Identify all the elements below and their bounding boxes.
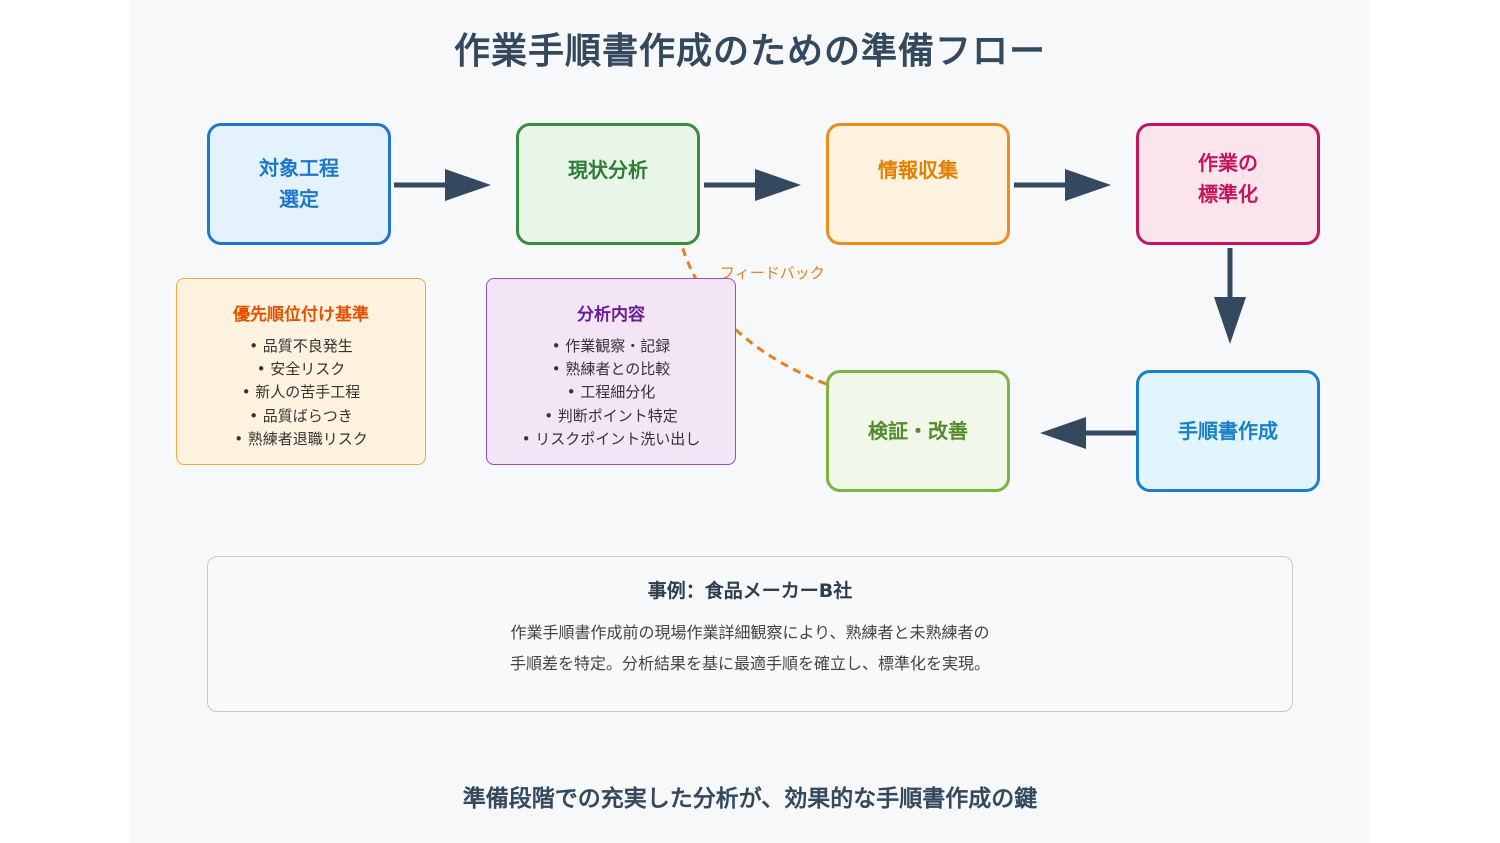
list-item: • 熟練者退職リスク (234, 429, 368, 448)
step-label: 情報収集 (878, 157, 958, 182)
arrowhead-step4-to-step5 (1214, 297, 1246, 344)
list-item: • 工程細分化 (566, 383, 656, 402)
arrowhead-step5-to-step6 (1040, 417, 1086, 449)
priority-criteria-title: 優先順位付け基準 (233, 305, 369, 325)
step-manual-creation: 手順書作成 (1136, 370, 1320, 492)
arrowhead-step1-to-step2 (445, 169, 491, 201)
analysis-content-box: 分析内容 • 作業観察・記録 • 熟練者との比較 • 工程細分化 • 判断ポイン… (486, 278, 736, 465)
feedback-label: フィードバック (720, 264, 825, 282)
list-item: • 作業観察・記録 (551, 337, 671, 355)
case-study-title: 事例：食品メーカーB社 (647, 580, 853, 602)
list-item: • 品質ばらつき (249, 406, 353, 425)
list-item: • リスクポイント洗い出し (521, 429, 701, 448)
priority-criteria-box: 優先順位付け基準 • 品質不良発生 • 安全リスク • 新人の苦手工程 • 品質… (176, 278, 426, 465)
list-item: • 判断ポイント特定 (544, 406, 678, 425)
footer-tagline: 準備段階での充実した分析が、効果的な手順書作成の鍵 (462, 786, 1038, 812)
case-study-line: 手順差を特定。分析結果を基に最適手順を確立し、標準化を実現。 (509, 654, 990, 673)
list-item: • 新人の苦手工程 (241, 383, 361, 402)
step-info-collection: 情報収集 (826, 123, 1010, 245)
step-standardization: 作業の 標準化 (1136, 123, 1320, 245)
step-label: 作業の 標準化 (1198, 151, 1258, 206)
case-study-box: 事例：食品メーカーB社 作業手順書作成前の現場作業詳細観察により、熟練者と未熟練… (207, 556, 1293, 712)
step-target-process: 対象工程 選定 (207, 123, 391, 245)
list-item: • 品質不良発生 (249, 337, 353, 355)
step-label: 検証・改善 (868, 418, 968, 443)
step-verification: 検証・改善 (826, 370, 1010, 492)
case-study-line: 作業手順書作成前の現場作業詳細観察により、熟練者と未熟練者の (510, 623, 990, 642)
step-current-analysis: 現状分析 (516, 123, 700, 245)
list-item: • 熟練者との比較 (551, 360, 671, 379)
analysis-content-list: • 作業観察・記録 • 熟練者との比較 • 工程細分化 • 判断ポイント特定 •… (487, 335, 735, 451)
step-label: 対象工程 選定 (259, 156, 339, 211)
arrowhead-step3-to-step4 (1065, 169, 1111, 201)
arrowhead-step2-to-step3 (755, 169, 801, 201)
step-label: 現状分析 (568, 157, 648, 182)
list-item: • 安全リスク (256, 360, 346, 379)
page-title: 作業手順書作成のための準備フロー (453, 31, 1046, 72)
analysis-content-title: 分析内容 (577, 305, 645, 325)
case-study-body: 作業手順書作成前の現場作業詳細観察により、熟練者と未熟練者の 手順差を特定。分析… (208, 617, 1292, 679)
priority-criteria-list: • 品質不良発生 • 安全リスク • 新人の苦手工程 • 品質ばらつき • 熟練… (177, 335, 425, 451)
step-label: 手順書作成 (1178, 418, 1278, 443)
